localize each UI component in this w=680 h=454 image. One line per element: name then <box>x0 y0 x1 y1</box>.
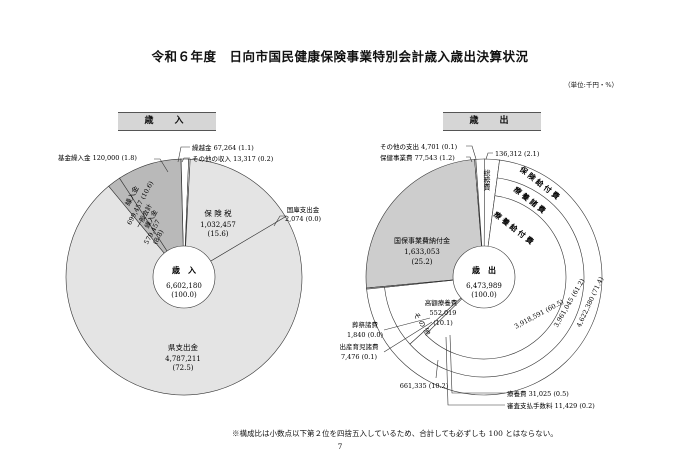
exp-total: 6,473,989 <box>466 282 502 290</box>
shinsa-label: 審査支払手数料 11,429 (0.2) <box>507 401 595 410</box>
hoken-jigyo-label: 保健事業費 77,543 (1.2) <box>380 153 455 162</box>
sonota-rev-label: その他の収入 13,317 (0.2) <box>192 154 274 163</box>
kurikoshi-label: 繰越金 67,264 (1.1) <box>192 143 254 152</box>
sonota-val-leader <box>435 359 439 379</box>
hoken-val: 1,032,457 <box>200 221 236 229</box>
revenue-total-pct: (100.0) <box>171 291 197 299</box>
kurikoshi-leader <box>177 146 190 163</box>
ring-ryoyo-shohi <box>409 177 585 378</box>
kikin-leader <box>154 158 169 173</box>
exp-total-pct: (100.0) <box>471 291 497 299</box>
ring-ryoyo-kyufu <box>425 195 567 360</box>
shussan-leader <box>383 321 433 353</box>
soumu-label: 総務費 <box>483 169 491 192</box>
kogaku-name: 高額療養費 <box>425 298 458 307</box>
kogaku-val: 552,019 <box>430 309 457 317</box>
sonota-rev-leader <box>181 157 190 163</box>
kenshishutsu-val: 4,787,211 <box>165 355 201 363</box>
ryoyo-label: 療養費 31,025 (0.5) <box>507 389 569 398</box>
revenue-total: 6,602,180 <box>166 282 202 290</box>
kenshishutsu-pct: (72.5) <box>172 364 193 372</box>
kogaku-pct: (10.1) <box>433 319 453 327</box>
revenue-slice-2 <box>119 158 185 279</box>
kikin-label: 基金繰入金 120,000 (1.8) <box>58 153 137 162</box>
hoken-name: 保 険 税 <box>204 208 232 218</box>
hoken-jigyo-leader <box>466 156 473 163</box>
soumu-leader <box>485 152 493 160</box>
revenue-pie <box>65 158 303 396</box>
expenditure-pie <box>365 158 603 396</box>
ryoyo-leader <box>449 334 505 394</box>
exp-center-label: 歳 出 <box>472 265 496 275</box>
kokko-val: 2,074 (0.0) <box>285 215 322 223</box>
page-title: 令和６年度 日向市国民健康保険事業特別会計歳入歳出決算状況 <box>151 49 529 64</box>
sousai-name: 葬祭諸費 <box>352 320 379 329</box>
kokko-leader <box>273 215 287 227</box>
revenue-header: 歳 入 <box>118 112 216 131</box>
sonota-val: 661,335 (10.2) <box>400 382 449 390</box>
kenshishutsu-name: 県支出金 <box>168 342 198 352</box>
hoken-pct: (15.6) <box>207 230 228 238</box>
kokko-label: 国庫支出金 <box>287 205 320 214</box>
kokuho-val: 1,633,053 <box>404 248 440 256</box>
sonota-exp-leader <box>466 145 477 160</box>
page-number: 7 <box>337 442 343 451</box>
shussan-val: 7,476 (0.1) <box>341 353 378 361</box>
shinsa-leader <box>445 336 505 406</box>
revenue-slice-1 <box>183 158 286 278</box>
sousai-val: 1,840 (0.0) <box>347 331 384 339</box>
soumu-val: 136,312 (2.1) <box>495 150 540 158</box>
expenditure-header: 歳 出 <box>443 112 541 131</box>
kokuho-name: 国保事業費納付金 <box>394 236 450 245</box>
expenditure-center <box>452 245 516 309</box>
revenue-center-label: 歳 入 <box>172 265 196 275</box>
footnote: ※構成比は小数点以下第２位を四捨五入しているため、合計しても必ずしも 100 と… <box>232 429 558 438</box>
unit-label: （単位:千円・%） <box>564 81 618 89</box>
shussan-name: 出産育児諸費 <box>340 342 380 351</box>
sonota-exp-label: その他の支出 4,701 (0.1) <box>380 142 458 151</box>
expenditure-slice-1 <box>365 159 485 289</box>
kokuho-pct: (25.2) <box>411 258 432 266</box>
sousai-leader <box>383 317 431 331</box>
revenue-center <box>152 245 216 309</box>
